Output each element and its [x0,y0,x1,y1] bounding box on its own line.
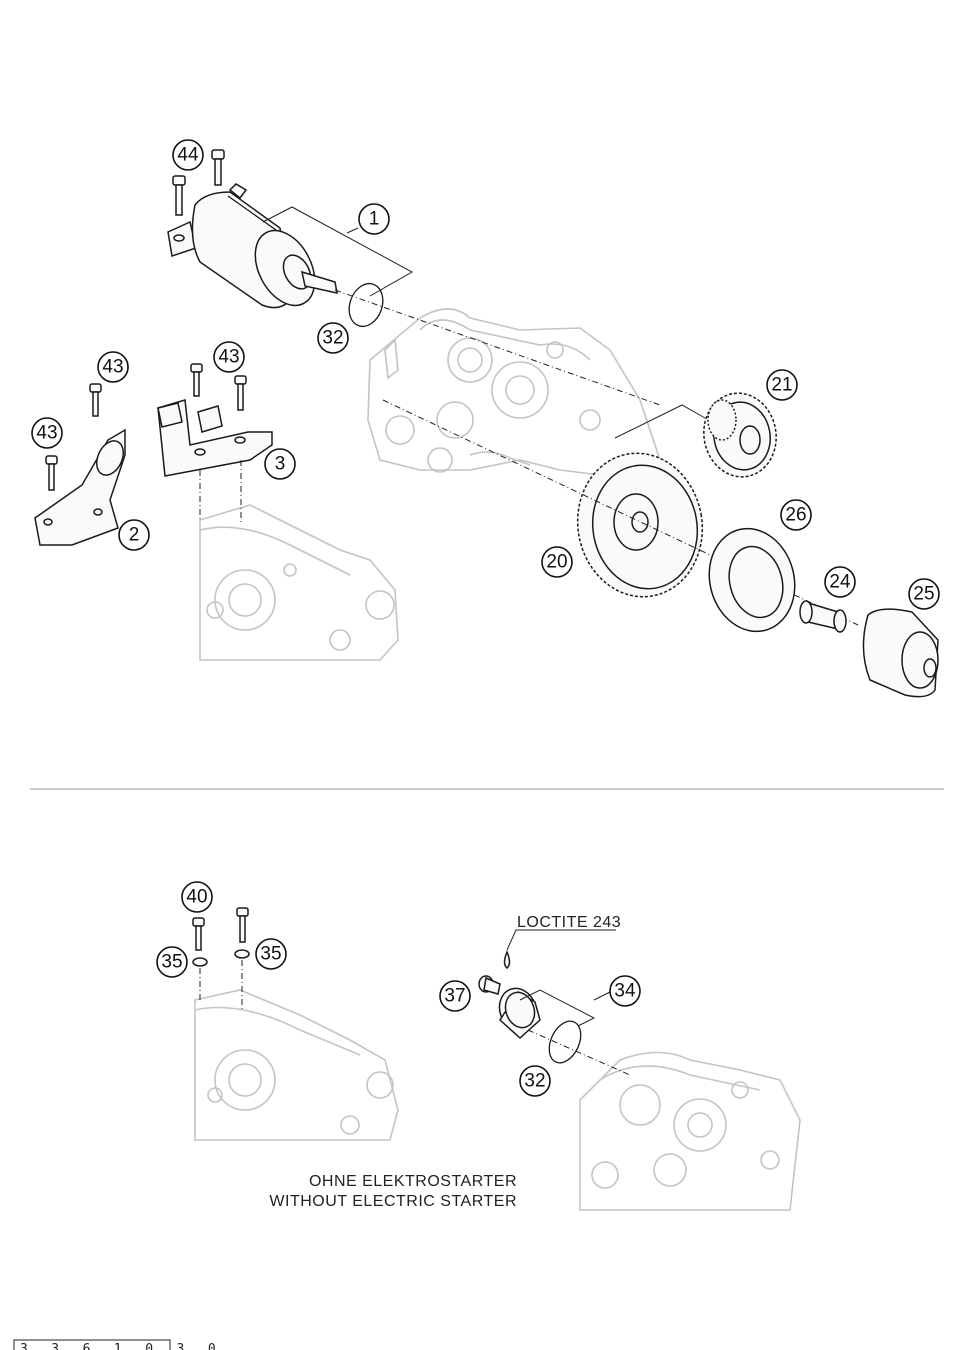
callout-35-left: 35 [156,946,188,978]
svg-text:2: 2 [129,525,140,546]
svg-text:34: 34 [614,981,636,1002]
svg-text:43: 43 [36,423,57,444]
starter-gear-25 [862,608,939,698]
svg-text:26: 26 [785,505,806,526]
bolt-43-left-top [89,383,102,417]
crankcase-ghost-top-right [367,308,661,481]
callout-2: 2 [118,519,150,551]
svg-text:43: 43 [102,357,123,378]
callout-20: 20 [541,546,573,578]
bolt-40-left [192,917,205,951]
svg-text:35: 35 [260,944,281,965]
loctite-drop [503,950,511,969]
callout-43-left-top: 43 [97,351,129,383]
callout-34: 34 [609,975,641,1007]
svg-text:21: 21 [771,375,792,396]
svg-text:37: 37 [444,986,465,1007]
bolt-44-left [172,175,186,216]
axis-gear [382,399,859,626]
svg-text:20: 20 [546,552,567,573]
bracket-3 [157,399,273,477]
freewheel-ring-26 [708,527,796,633]
callout-32-top: 32 [317,322,349,354]
callout-32-bottom: 32 [519,1065,551,1097]
axis-starter [334,289,661,406]
gear-21 [703,392,777,478]
svg-text:24: 24 [829,572,851,593]
cover-plug-34 [498,987,541,1040]
bracket-2 [34,428,126,546]
bolt-40-right [236,907,249,943]
callout-1: 1 [358,203,390,235]
washer-35-right [234,949,250,959]
bolt-43-mid-left [190,363,203,397]
o-ring-bottom [548,1020,582,1064]
crankcase-ghost-top-left [199,504,399,661]
plug-screw-37 [478,975,501,995]
crankcase-ghost-bottom-left [194,989,399,1141]
gear-20 [576,452,704,598]
callout-24: 24 [824,566,856,598]
callout-25: 25 [908,578,940,610]
callout-3: 3 [264,448,296,480]
variant-label-de: OHNE ELEKTROSTARTER [309,1173,517,1190]
variant-label-en: WITHOUT ELECTRIC STARTER [269,1193,517,1210]
callout-35-right: 35 [255,938,287,970]
needle-bearing-24 [799,600,847,633]
o-ring-top [348,282,384,328]
drawing-code-box: 3 . 3 . 6 . 1 . 0 . 3 . 0 [13,1339,216,1350]
svg-text:3: 3 [275,454,286,475]
callout-44: 44 [172,139,204,171]
loctite-note: LOCTITE 243 [517,914,621,931]
callout-43-mid: 43 [213,341,245,373]
svg-text:35: 35 [161,952,182,973]
svg-text:44: 44 [177,145,199,166]
crankcase-ghost-bottom-right [579,1051,801,1211]
callout-40: 40 [181,881,213,913]
svg-text:43: 43 [218,347,239,368]
svg-text:32: 32 [322,328,343,349]
bolt-44-right [211,149,225,186]
washer-35-left [192,957,208,967]
callout-26: 26 [780,499,812,531]
svg-text:1: 1 [369,209,380,230]
svg-text:25: 25 [913,584,934,605]
callout-43-left: 43 [31,417,63,449]
bolt-43-left [45,455,58,491]
svg-text:40: 40 [186,887,207,908]
callout-21: 21 [766,369,798,401]
svg-text:32: 32 [524,1071,545,1092]
starter-motor [167,183,338,309]
svg-text:3 . 3 . 6 . 1 . 0 . 3 . 0: 3 . 3 . 6 . 1 . 0 . 3 . 0 [20,1342,216,1350]
bolt-43-mid-right [234,375,247,411]
callout-37: 37 [439,980,471,1012]
